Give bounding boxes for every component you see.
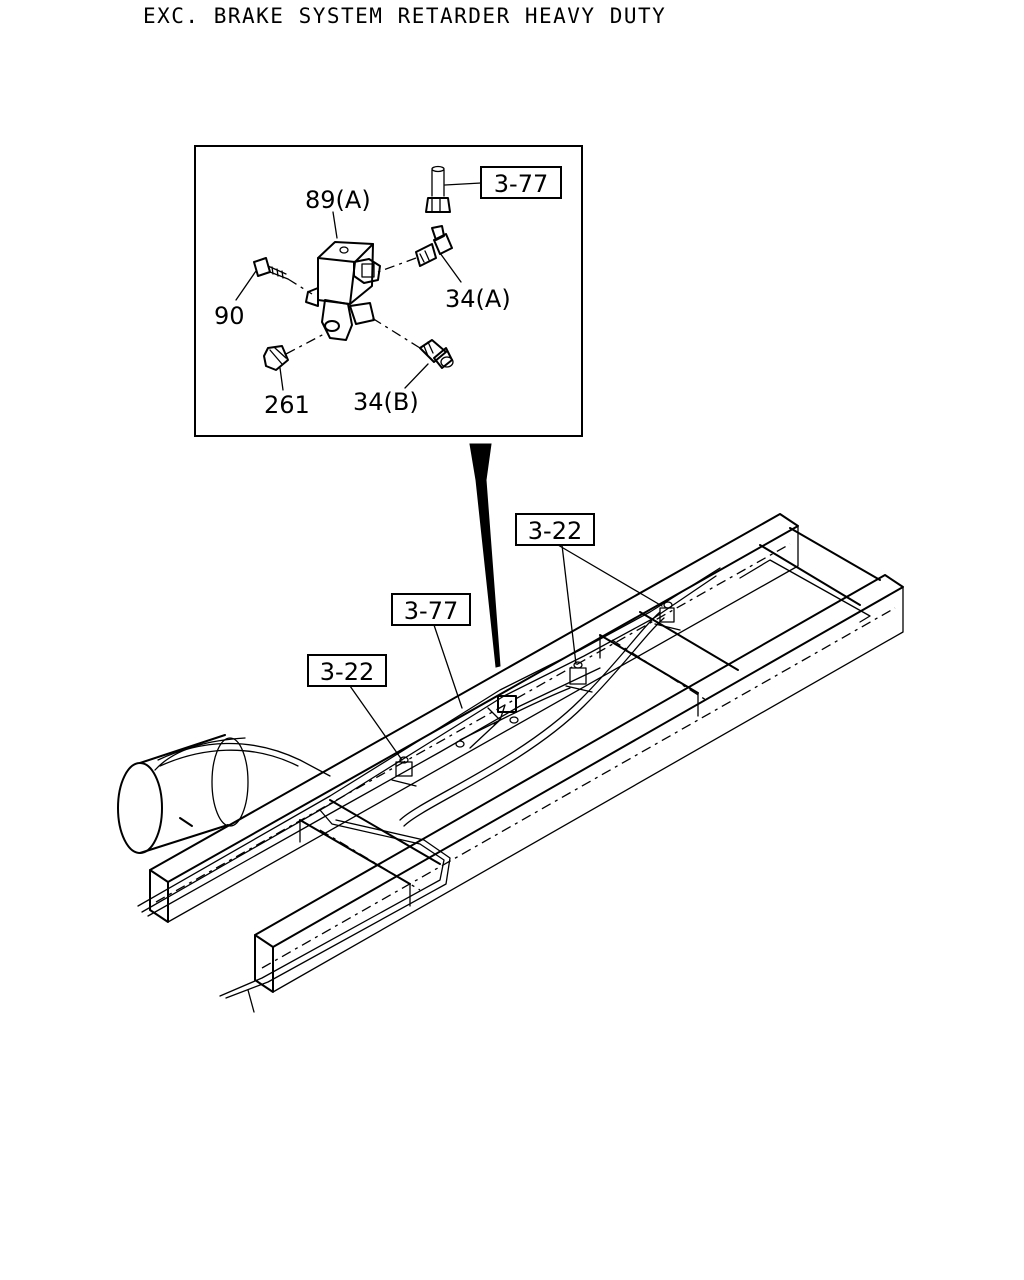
reference-3-22-rear[interactable]: 3-22 (515, 513, 595, 546)
callout-261: 261 (264, 391, 310, 419)
air-tank (117, 734, 249, 854)
diagram-title: EXC. BRAKE SYSTEM RETARDER HEAVY DUTY (143, 4, 666, 28)
inset-reference-3-77[interactable]: 3-77 (480, 166, 562, 199)
plug (263, 345, 289, 371)
clip-mid (565, 661, 593, 693)
reference-3-22-front[interactable]: 3-22 (307, 654, 387, 687)
inset-leader (469, 443, 501, 668)
bolt (253, 257, 289, 280)
solenoid-valve (305, 241, 381, 341)
valve-on-frame (455, 695, 519, 748)
callout-90: 90 (214, 302, 245, 330)
elbow-fitting (415, 225, 453, 267)
inset-reference-label: 3-77 (494, 170, 548, 198)
reference-3-22-front-label: 3-22 (320, 658, 374, 686)
clip-rear (654, 601, 681, 631)
reference-3-77-frame[interactable]: 3-77 (391, 593, 471, 626)
reference-3-77-frame-label: 3-77 (404, 597, 458, 625)
straight-fitting (419, 339, 454, 369)
pipe-nut (425, 165, 451, 213)
air-pipes (137, 567, 721, 1013)
callout-34b: 34(B) (353, 388, 419, 416)
callout-89a: 89(A) (305, 186, 371, 214)
inset-detail: 3-77 89(A) 9 (194, 145, 583, 437)
reference-3-22-rear-label: 3-22 (528, 517, 582, 545)
chassis-frame (149, 513, 904, 993)
callout-34a: 34(A) (445, 285, 511, 313)
clip-front (391, 756, 417, 787)
